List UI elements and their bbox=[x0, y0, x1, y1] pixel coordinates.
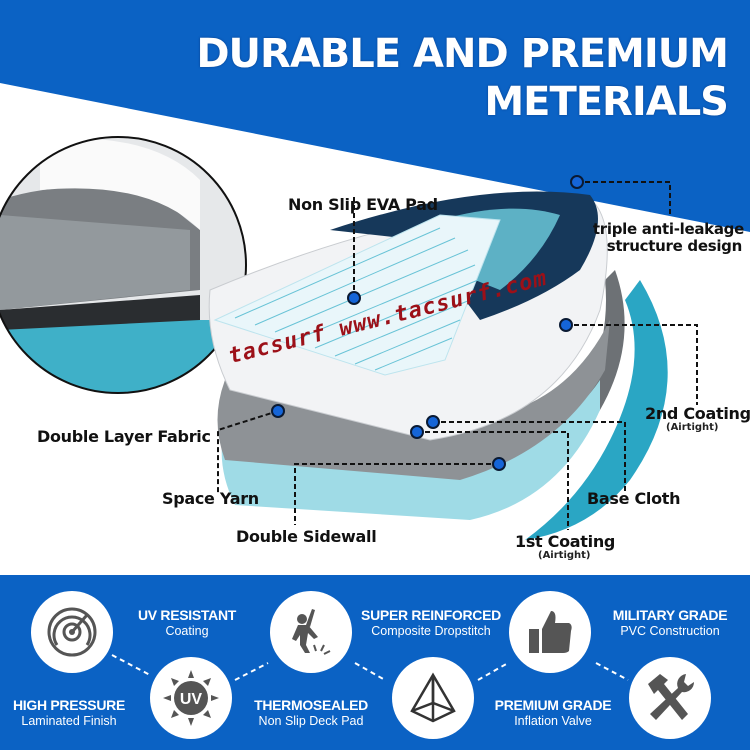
label-eva-pad: Non Slip EVA Pad bbox=[288, 195, 438, 214]
tools-icon bbox=[648, 674, 695, 720]
uv-sun-icon: UV bbox=[163, 670, 219, 726]
feature-subtitle: Non Slip Deck Pad bbox=[258, 714, 364, 728]
feature-icon-circle bbox=[270, 591, 352, 673]
label-double-sidewall: Double Sidewall bbox=[236, 527, 377, 546]
header-background bbox=[0, 0, 750, 232]
feature-subtitle: Coating bbox=[165, 624, 209, 638]
feature-subtitle: Inflation Valve bbox=[514, 714, 592, 728]
label-anti-leak-2: structure design bbox=[606, 237, 743, 255]
board-layers-illustration bbox=[0, 136, 698, 540]
features-bar bbox=[0, 575, 750, 750]
gauge-icon bbox=[47, 607, 97, 657]
page-title-line2: METERIALS bbox=[484, 79, 729, 125]
callout-lines bbox=[217, 181, 698, 530]
feature-title: THERMOSEALED bbox=[254, 697, 368, 713]
label-space-yarn: Space Yarn bbox=[162, 489, 259, 508]
feature-connectors bbox=[111, 654, 629, 681]
feature-icon-circle: UV bbox=[150, 657, 232, 739]
feature-title: MILITARY GRADE bbox=[612, 607, 728, 623]
feature-title: PREMIUM GRADE bbox=[494, 697, 612, 713]
feature-icon-circle bbox=[629, 657, 711, 739]
callout-dots bbox=[271, 175, 584, 471]
feature-subtitle: PVC Construction bbox=[620, 624, 720, 638]
feature-title: UV RESISTANT bbox=[137, 607, 237, 623]
feature-subtitle: Laminated Finish bbox=[21, 714, 117, 728]
slip-person-icon bbox=[292, 609, 331, 655]
feature-icon-circle bbox=[392, 657, 474, 739]
label-1st-coating-note: (Airtight) bbox=[538, 550, 591, 561]
label-anti-leak-1: triple anti-leakage bbox=[592, 220, 744, 238]
label-2nd-coating-note: (Airtight) bbox=[666, 422, 719, 433]
label-1st-coating: 1st Coating bbox=[515, 532, 616, 551]
thumbs-up-icon bbox=[529, 611, 572, 653]
page-title-line1: DURABLE AND PREMIUM bbox=[196, 31, 729, 77]
feature-icon-circle bbox=[509, 591, 591, 673]
label-2nd-coating: 2nd Coating bbox=[645, 404, 750, 423]
feature-subtitle: Composite Dropstitch bbox=[371, 624, 491, 638]
feature-title: HIGH PRESSURE bbox=[12, 697, 126, 713]
label-base-cloth: Base Cloth bbox=[587, 489, 681, 508]
pyramid-icon bbox=[410, 672, 456, 723]
label-double-layer-fabric: Double Layer Fabric bbox=[37, 427, 211, 446]
magnified-inset bbox=[0, 137, 246, 393]
uv-icon-text: UV bbox=[180, 691, 203, 708]
feature-icon-circle bbox=[31, 591, 113, 673]
feature-title: SUPER REINFORCED bbox=[361, 607, 501, 623]
